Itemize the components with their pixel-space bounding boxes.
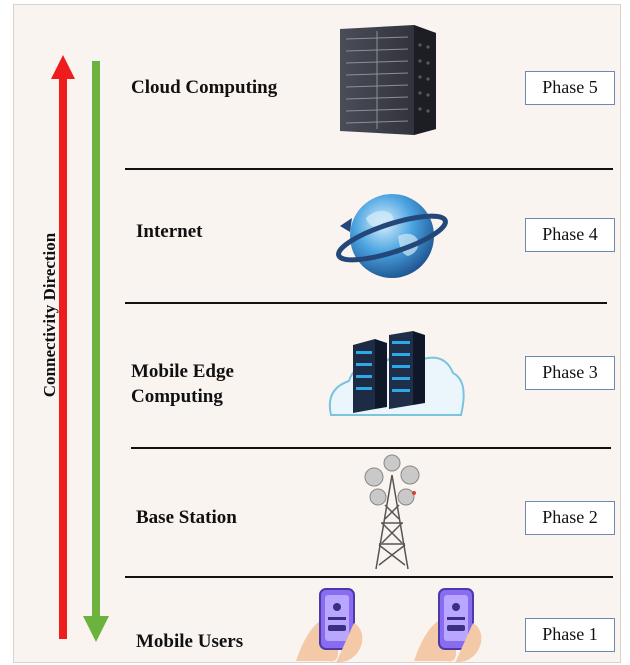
layer-divider	[125, 302, 607, 304]
layer-divider	[125, 168, 613, 170]
network-layers-diagram: Connectivity Direction Cloud Computing	[13, 4, 621, 663]
phase-badge-5: Phase 5	[525, 71, 615, 105]
up-arrow-head	[51, 55, 75, 79]
layer-label-mobile-users: Mobile Users	[136, 631, 244, 652]
layer-divider	[125, 576, 613, 578]
phase-badge-2: Phase 2	[525, 501, 615, 535]
phase-badge-4: Phase 4	[525, 218, 615, 252]
cell-tower-icon	[364, 454, 420, 570]
phone-in-hand-left	[296, 588, 363, 663]
layer-label-base-station: Base Station	[136, 507, 237, 528]
axis-label: Connectivity Direction	[40, 232, 59, 398]
smartphones-icon	[296, 588, 482, 663]
up-arrow-shaft	[59, 77, 67, 639]
server-rack-icon	[340, 25, 436, 135]
phase-badge-1: Phase 1	[525, 618, 615, 652]
phone-in-hand-right	[414, 588, 482, 663]
edge-servers-cloud-icon	[328, 331, 465, 416]
layer-label-internet: Internet	[136, 221, 203, 242]
layer-label-mobile-edge-computing: Mobile Edge Computing	[131, 361, 234, 407]
connectivity-arrows	[51, 55, 109, 642]
layer-divider	[131, 447, 611, 449]
globe-icon	[336, 194, 448, 278]
layer-label-cloud-computing: Cloud Computing	[131, 77, 278, 98]
down-arrow-head	[83, 616, 109, 642]
phase-badge-3: Phase 3	[525, 356, 615, 390]
down-arrow-shaft	[92, 61, 100, 626]
